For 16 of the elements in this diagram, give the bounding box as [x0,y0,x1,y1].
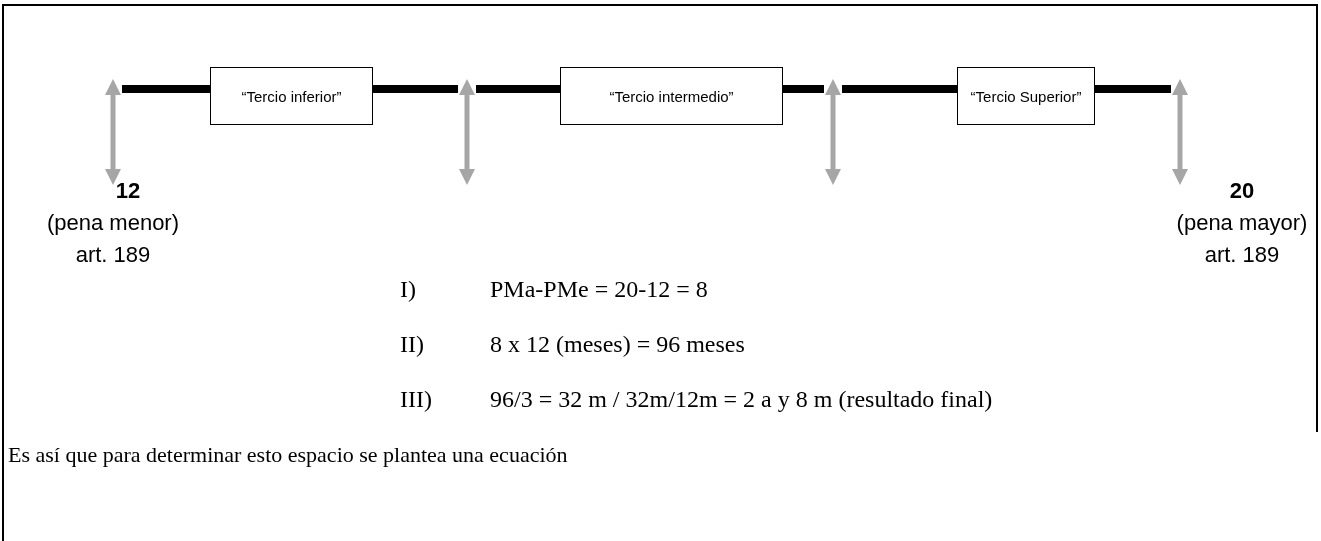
caption-text: (pena menor) [45,210,181,236]
equation-text: 8 x 12 (meses) = 96 meses [490,331,745,358]
caption-text: (pena mayor) [1175,210,1309,236]
step-number: III) [400,386,432,413]
step-number: II) [400,331,424,358]
caption-text: art. 189 [1203,242,1281,268]
segment-box: “Tercio inferior” [210,67,373,125]
note-text: Es así que para determinar esto espacio se plantea una ecuación [8,442,568,468]
value-label: 12 [114,178,142,204]
equation-text: 96/3 = 32 m / 32m/12m = 2 a y 8 m (resultado final) [490,386,993,413]
segment-box: “Tercio intermedio” [560,67,783,125]
segment-box: “Tercio Superior” [957,67,1095,125]
value-label: 20 [1228,178,1256,204]
step-number: I) [400,276,416,303]
equation-text: PMa-PMe = 20-12 = 8 [490,276,708,303]
caption-text: art. 189 [74,242,152,268]
